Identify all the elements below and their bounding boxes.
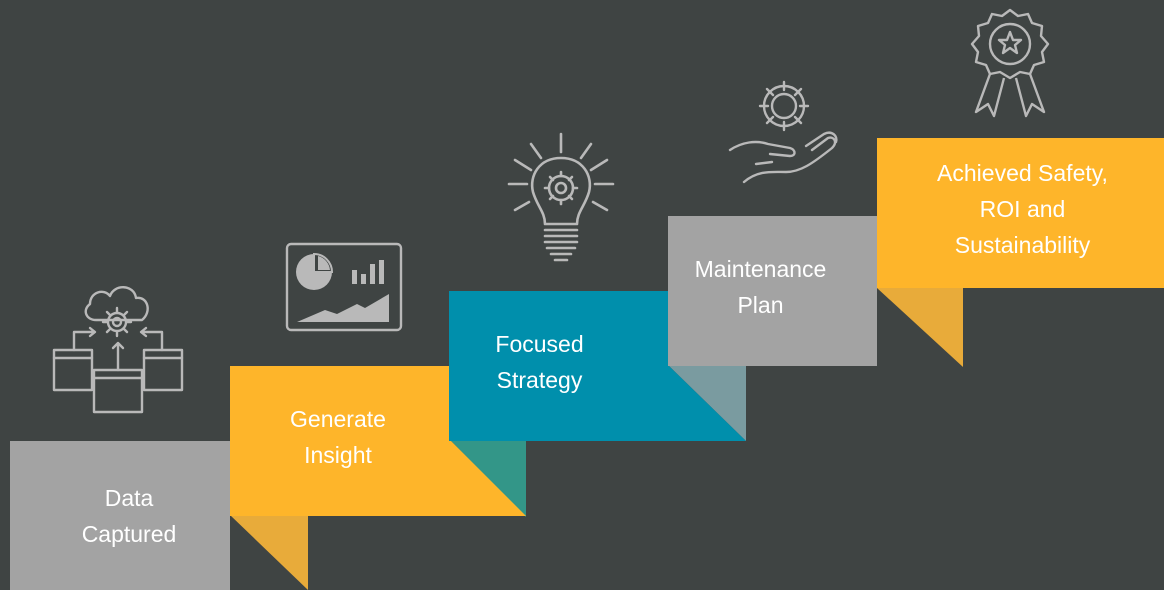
step-1-line-2: Captured: [81, 520, 177, 547]
step-2-label: Generate Insight: [290, 401, 386, 473]
step-2-corner: [450, 440, 526, 516]
step-4-box: Maintenance Plan: [668, 216, 877, 366]
step-1-label: Data Captured: [82, 480, 177, 552]
lightbulb-gear-icon: [505, 132, 617, 264]
step-3-label: Focused Strategy: [495, 326, 583, 398]
step-3-corner: [668, 365, 746, 441]
cloud-network-icon: [52, 280, 184, 415]
step-1-box: Data Captured: [10, 441, 230, 590]
step-2-line-2: Insight: [304, 442, 372, 468]
step-4-label: Maintenance Plan: [695, 251, 827, 323]
step-5-label: Achieved Safety, ROI and Sustainability: [937, 155, 1108, 263]
step-3-box: Focused Strategy: [449, 291, 746, 441]
analytics-dashboard-icon: [285, 242, 403, 332]
step-4-line-2: Plan: [737, 292, 784, 318]
step-2-line-1: Generate: [290, 406, 386, 432]
award-ribbon-icon: [966, 8, 1054, 120]
step-3-line-2: Strategy: [496, 367, 583, 393]
step-5-line-3: Sustainability: [954, 232, 1091, 258]
step-3-line-1: Focused: [495, 331, 584, 357]
hand-gear-icon: [728, 80, 840, 188]
step-5-box: Achieved Safety, ROI and Sustainability: [877, 138, 1164, 288]
step-5-line-2: ROI and: [979, 196, 1066, 222]
step-5-line-1: Achieved Safety,: [937, 160, 1108, 186]
fold-step-1: [230, 515, 308, 590]
step-4-line-1: Maintenance: [694, 256, 827, 282]
fold-step-4: [877, 288, 963, 367]
step-1-line-1: Data: [104, 484, 154, 511]
step-2-box: Generate Insight: [230, 366, 526, 516]
